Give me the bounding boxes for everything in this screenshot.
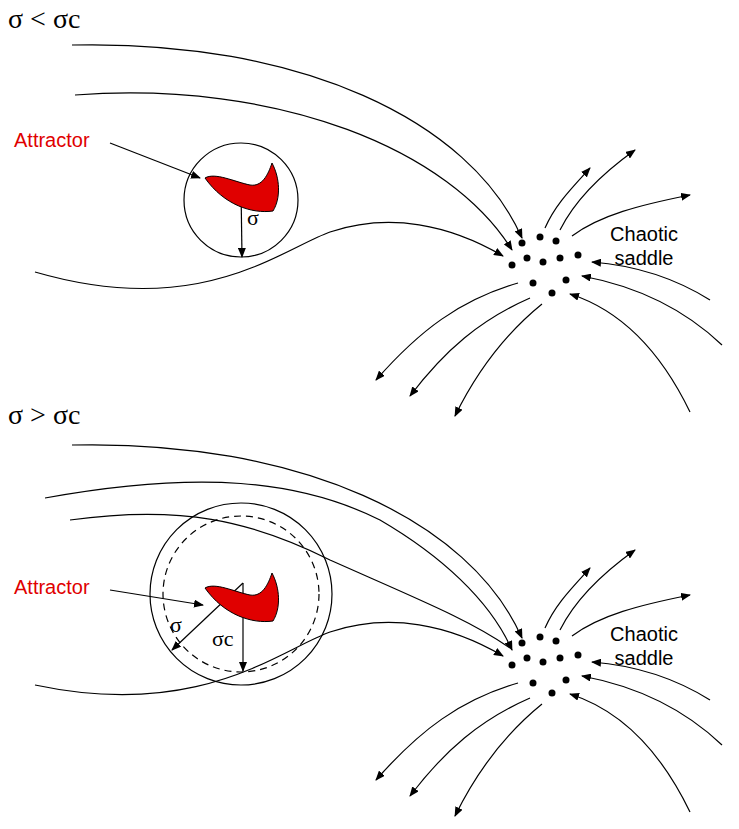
attractor-label: Attractor (14, 575, 90, 599)
panel-title: σ > σc (8, 398, 80, 432)
radius-label: σ (170, 612, 182, 638)
attractor-label: Attractor (14, 128, 90, 152)
saddle-label: Chaotic saddle (598, 222, 690, 270)
radius-label: σ (247, 205, 259, 231)
critical-radius-label: σc (212, 626, 234, 652)
saddle-label: Chaotic saddle (598, 622, 690, 670)
panel-title: σ < σc (8, 2, 80, 36)
